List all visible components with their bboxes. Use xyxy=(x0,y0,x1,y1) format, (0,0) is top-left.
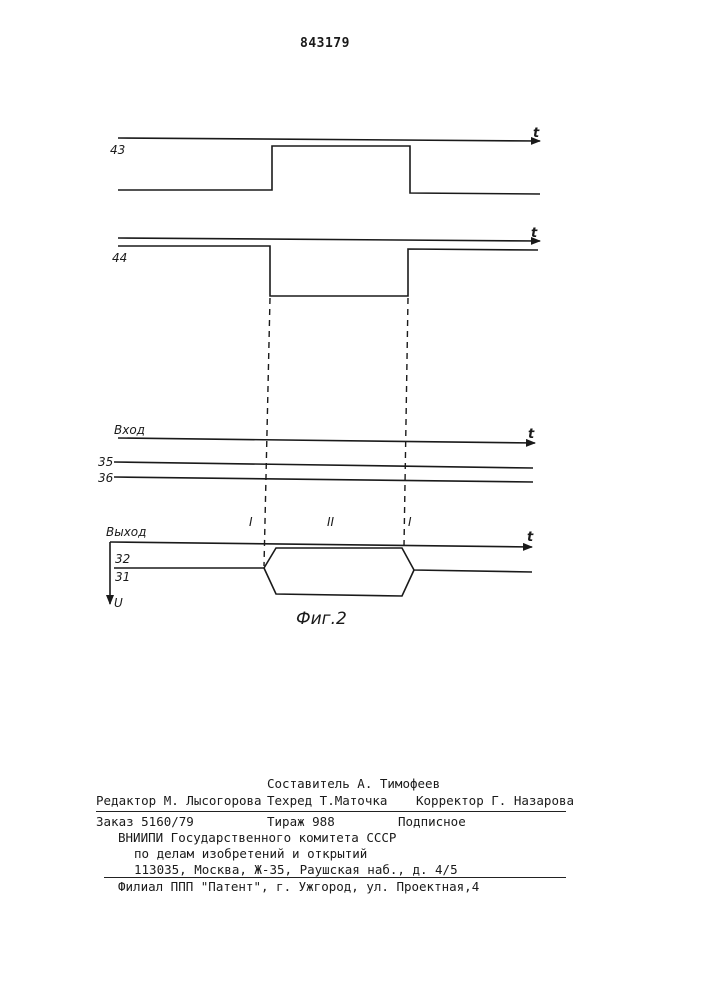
phase-label-left: I xyxy=(249,515,253,529)
divider-bottom xyxy=(104,877,566,878)
phase-label-middle: II xyxy=(327,515,335,529)
org-line-2: по делам изобретений и открытий xyxy=(134,846,367,861)
label-32: 32 xyxy=(115,552,130,566)
time-axis-43 xyxy=(118,138,540,141)
timing-diagram: t t t t 43 44 Вход 35 36 Выход 32 31 U I… xyxy=(0,0,707,700)
time-label-output: t xyxy=(527,530,534,545)
time-axis-44 xyxy=(118,238,540,241)
projection-line-right xyxy=(404,298,408,546)
circulation-line: Тираж 988 xyxy=(267,814,335,829)
label-31: 31 xyxy=(115,570,130,584)
waveform-output xyxy=(114,548,532,572)
org-line-3: 113035, Москва, Ж-35, Раушская наб., д. … xyxy=(134,862,458,877)
waveform-output-lower xyxy=(264,568,414,596)
label-36: 36 xyxy=(98,471,114,485)
label-input: Вход xyxy=(114,423,145,437)
divider-top xyxy=(96,811,566,812)
waveform-43 xyxy=(118,146,540,194)
compiler-line: Составитель А. Тимофеев xyxy=(267,776,440,791)
phase-label-right: I xyxy=(408,515,412,529)
label-u: U xyxy=(114,596,123,610)
time-axis-input xyxy=(118,438,535,443)
figure-caption: Фиг.2 xyxy=(296,609,347,629)
projection-line-left xyxy=(264,298,270,566)
time-label-input: t xyxy=(528,427,535,442)
waveform-44 xyxy=(118,246,538,296)
org-line-1: ВНИИПИ Государственного комитета СССР xyxy=(118,830,396,845)
time-label-43: t xyxy=(533,126,540,141)
order-line: Заказ 5160/79 xyxy=(96,814,194,829)
time-axis-output xyxy=(110,542,532,547)
corrector-line: Корректор Г. Назарова xyxy=(416,793,574,808)
editor-line: Редактор М. Лысогорова xyxy=(96,793,262,808)
subscription-line: Подписное xyxy=(398,814,466,829)
label-44: 44 xyxy=(112,251,127,265)
label-output: Выход xyxy=(106,525,146,539)
techred-line: Техред Т.Маточка xyxy=(267,793,387,808)
branch-line: Филиал ППП "Патент", г. Ужгород, ул. Про… xyxy=(118,879,479,894)
label-35: 35 xyxy=(98,455,113,469)
label-43: 43 xyxy=(110,143,125,157)
time-label-44: t xyxy=(531,226,538,241)
level-35-line xyxy=(114,462,533,468)
level-36-line xyxy=(114,477,533,482)
